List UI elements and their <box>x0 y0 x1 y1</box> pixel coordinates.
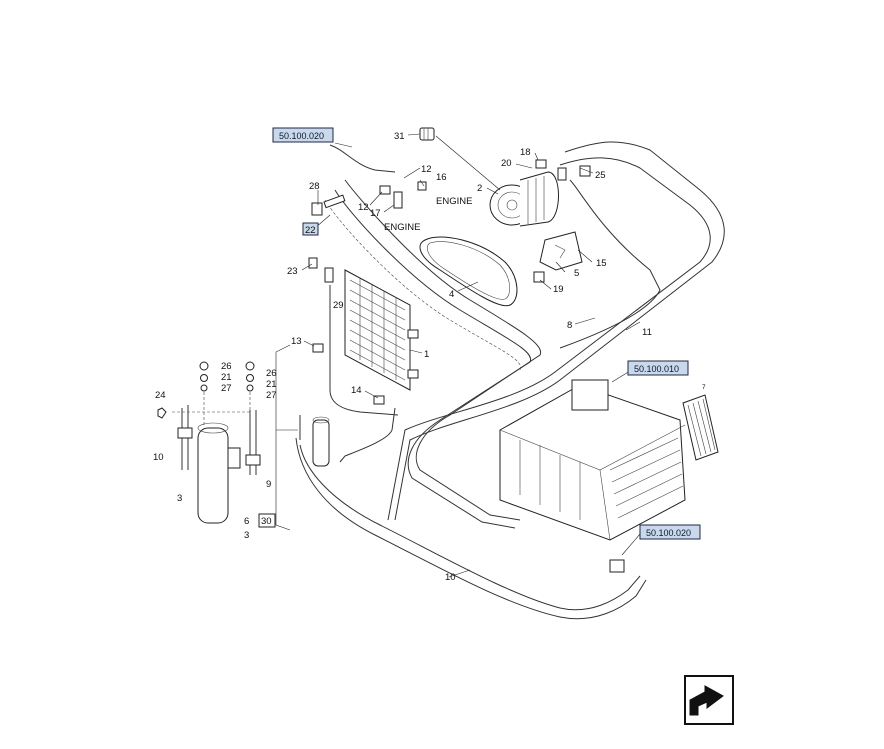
callout-30-box: 30 <box>258 513 276 528</box>
hose-10 <box>299 444 641 611</box>
callout-3: 3 <box>177 493 182 504</box>
receiver-drier-exploded <box>157 361 261 524</box>
callout-19: 19 <box>553 284 564 295</box>
hose-upper-c <box>334 189 532 529</box>
callout-23: 23 <box>287 266 298 277</box>
callout-18: 18 <box>520 147 531 158</box>
callout-22-box: 22 <box>302 222 319 236</box>
callout-12: 12 <box>421 164 432 175</box>
group-bracket <box>275 344 298 531</box>
callout-22: 22 <box>305 225 316 236</box>
callout-9: 9 <box>266 479 271 490</box>
callout-28: 28 <box>309 181 320 192</box>
callout-27: 27 <box>221 383 232 394</box>
reference-box-right-lower[interactable]: 50.100.020 <box>639 524 701 540</box>
callout-26: 26 <box>266 368 277 379</box>
reference-label: 50.100.020 <box>279 131 324 141</box>
callout-4: 4 <box>449 289 454 300</box>
reference-box-right-upper[interactable]: 50.100.010 <box>627 360 689 376</box>
callout-29: 29 <box>333 300 344 311</box>
callout-1: 1 <box>424 349 429 360</box>
arrow-next-page-icon[interactable] <box>684 675 734 725</box>
engine-label: ENGINE <box>384 222 420 233</box>
callout-10: 10 <box>445 572 456 583</box>
hose-condenser-out <box>339 407 396 463</box>
hose-8 <box>387 157 711 521</box>
callout-5: 5 <box>574 268 579 279</box>
callout-13: 13 <box>291 336 302 347</box>
callout-6: 6 <box>244 516 249 527</box>
reference-label: 50.100.020 <box>646 528 691 538</box>
callout-31: 31 <box>394 131 405 142</box>
callout-27: 27 <box>266 390 277 401</box>
callout-12: 12 <box>358 202 369 213</box>
callout-7: 7 <box>702 384 706 391</box>
hoses <box>295 141 725 620</box>
callout-21: 21 <box>221 372 232 383</box>
callout-30: 30 <box>261 516 272 527</box>
compressor <box>489 159 567 227</box>
reference-box-top-left[interactable]: 50.100.020 <box>272 127 334 143</box>
drive-belt <box>419 236 518 307</box>
callout-2: 2 <box>477 183 482 194</box>
leader-lines <box>301 133 641 578</box>
callout-21: 21 <box>266 379 277 390</box>
fitting <box>419 127 435 141</box>
hose-upper-b <box>344 179 542 521</box>
drive-belt-inner <box>427 241 510 300</box>
callouts: 31 12 16 ENGINE 2 20 18 25 28 12 17 ENGI… <box>153 131 706 583</box>
callout-17: 17 <box>370 208 381 219</box>
callout-11: 11 <box>642 327 652 338</box>
cabin-filter <box>682 394 719 461</box>
hose-29 <box>329 285 399 416</box>
bracket <box>539 231 583 271</box>
callout-10: 10 <box>153 452 164 463</box>
callout-24: 24 <box>155 390 166 401</box>
callout-8: 8 <box>567 320 572 331</box>
callout-26: 26 <box>221 361 232 372</box>
hose-upper-a <box>329 144 396 173</box>
hose-10-outer <box>295 437 647 620</box>
fittings <box>308 165 625 573</box>
callout-16: 16 <box>436 172 447 183</box>
hvac-unit <box>499 379 686 541</box>
hose-11 <box>394 141 725 521</box>
condenser <box>344 269 419 391</box>
receiver-drier-center <box>312 416 330 467</box>
engine-label: ENGINE <box>436 196 472 207</box>
reference-label: 50.100.010 <box>634 364 679 374</box>
callout-25: 25 <box>595 170 606 181</box>
hose-upper-d <box>324 199 521 371</box>
callout-15: 15 <box>596 258 607 269</box>
callout-20: 20 <box>501 158 512 169</box>
callout-14: 14 <box>351 385 362 396</box>
callout-3: 3 <box>244 530 249 541</box>
hose-to-evaporator <box>559 179 661 349</box>
